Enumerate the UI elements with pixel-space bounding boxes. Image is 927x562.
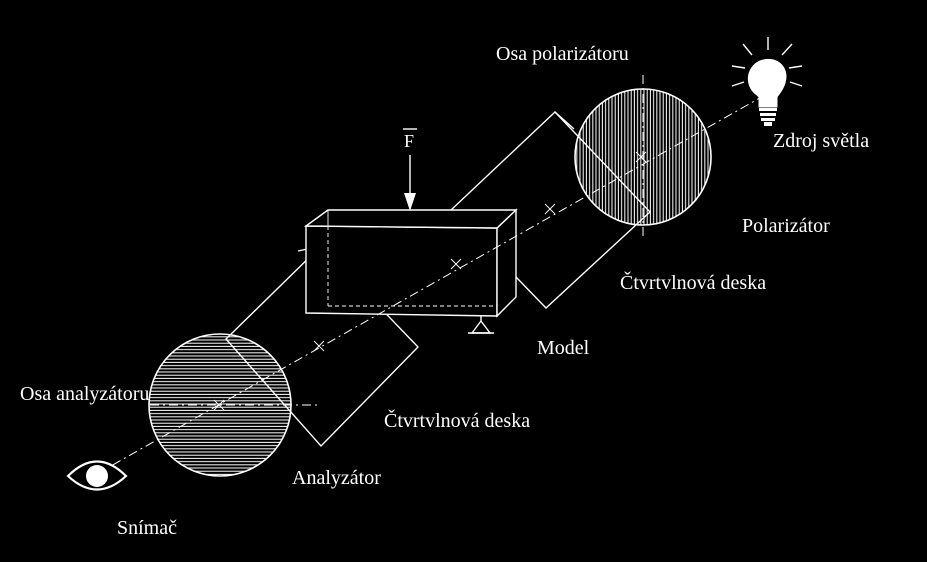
label-force: F	[404, 131, 414, 151]
label-ctvrtvlnova-deska-bottom: Čtvrtvlnová deska	[384, 408, 530, 432]
force-arrow-icon	[403, 128, 417, 211]
label-osa-polarizatoru: Osa polarizátoru	[496, 43, 629, 65]
label-analyzator: Analyzátor	[292, 467, 381, 489]
label-zdroj-svetla: Zdroj světla	[773, 130, 869, 152]
label-model: Model	[537, 337, 590, 359]
model	[303, 208, 518, 334]
label-osa-analyzatoru: Osa analyzátoru	[20, 383, 149, 405]
label-snimac: Snímač	[117, 517, 177, 539]
eye-icon	[66, 460, 128, 491]
light-bulb-icon	[731, 37, 803, 126]
label-ctvrtvlnova-deska-top: Čtvrtvlnová deska	[620, 270, 766, 294]
optical-axis	[94, 94, 766, 476]
label-polarizator: Polarizátor	[742, 215, 830, 237]
